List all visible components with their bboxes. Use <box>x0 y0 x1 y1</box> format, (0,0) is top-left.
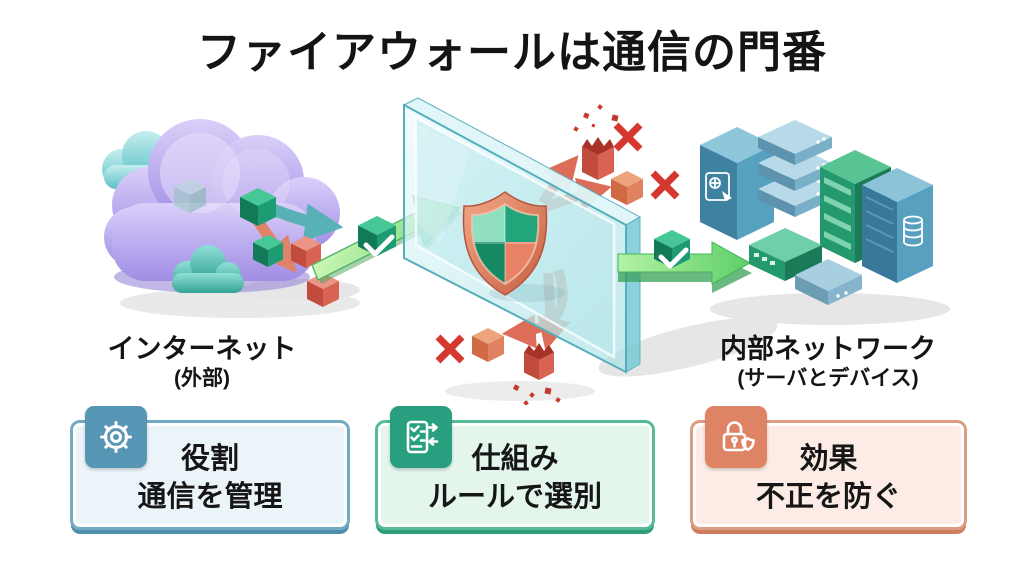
allowed-out-arrow <box>617 241 752 293</box>
blocked-cube-icon <box>611 171 643 205</box>
card-effect-heading: 効果 <box>799 443 858 475</box>
card-mechanism-description: ルールで選別 <box>427 481 602 513</box>
packet-cube-icon <box>240 188 276 226</box>
x-icon <box>435 334 465 364</box>
packet-cube-icon <box>307 273 339 307</box>
blocked-cube-exploding-icon <box>573 104 626 180</box>
card-role-description: 通信を管理 <box>137 481 283 513</box>
internal-network-label: 内部ネットワーク (サーバとデバイス) <box>690 334 966 391</box>
allowed-traffic-arrow <box>255 197 344 242</box>
network-switch-icon <box>749 228 822 281</box>
allowed-through-arrow <box>311 194 462 284</box>
server-box-icon <box>700 127 774 240</box>
globe-app-icon <box>705 172 730 201</box>
internet-label: インターネット (外部) <box>68 334 336 391</box>
checklist-icon <box>390 406 452 468</box>
page-title: ファイアウォールは通信の門番 <box>197 28 827 77</box>
packet-cube-icon <box>253 235 283 267</box>
internal-network-icons <box>700 120 933 305</box>
internet-cloud-icon <box>102 119 340 293</box>
blocked-arrows <box>501 155 612 351</box>
rack-tower-icon <box>820 150 891 263</box>
risky-traffic-arrow <box>241 200 297 274</box>
check-cube-icon <box>358 216 396 257</box>
card-effect: 効果 不正を防ぐ <box>690 406 967 530</box>
card-mechanism: 仕組み ルールで選別 <box>375 406 655 530</box>
packet-cube-icon <box>291 236 321 268</box>
check-icon <box>658 247 689 269</box>
blocked-cube-exploding-icon <box>512 343 561 405</box>
internal-sublabel-text: (サーバとデバイス) <box>737 367 919 391</box>
stacked-server-icon <box>758 120 832 217</box>
gear-icon <box>85 406 147 468</box>
cursor-icon <box>722 191 732 201</box>
check-icon <box>363 234 395 257</box>
x-icon <box>650 170 680 200</box>
x-icon <box>613 122 643 152</box>
card-role-heading: 役割 <box>180 443 239 475</box>
small-cloud-icon <box>102 131 188 189</box>
check-cube-icon <box>654 230 690 269</box>
firewall-panel <box>402 97 642 374</box>
cloud-traffic <box>174 179 344 307</box>
lock-shield-icon <box>705 406 767 468</box>
device-box-icon <box>795 259 862 305</box>
database-tower-icon <box>862 168 933 283</box>
card-mechanism-heading: 仕組み <box>471 443 559 475</box>
shield-icon <box>462 191 565 302</box>
internet-label-text: インターネット <box>107 334 297 364</box>
card-effect-description: 不正を防ぐ <box>755 481 901 513</box>
internet-sublabel-text: (外部) <box>174 367 230 391</box>
blocked-cube-icon <box>472 328 504 362</box>
card-role: 役割 通信を管理 <box>70 406 350 530</box>
packet-cube-icon <box>174 179 206 213</box>
small-cloud-icon <box>172 245 244 293</box>
internal-label-text: 内部ネットワーク <box>720 334 936 364</box>
database-icon <box>903 215 923 247</box>
